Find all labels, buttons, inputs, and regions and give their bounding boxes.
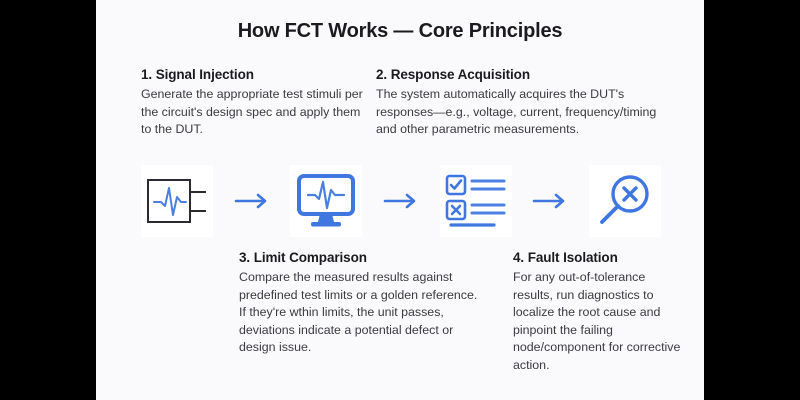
step-1-body: Generate the appropriate test stimuli pe… (141, 87, 363, 136)
step-3-body: Compare the measured results against pre… (239, 270, 478, 354)
step-2-icon-card (290, 165, 363, 237)
step-4-body: For any out-of-tolerance results, run di… (513, 270, 681, 372)
arrow-right-icon (532, 192, 568, 210)
page-title: How FCT Works — Core Principles (237, 20, 563, 42)
step-3-heading: 3. Limit Comparison (239, 250, 367, 265)
step-2-text-block: 2. Response Acquisition The system autom… (376, 67, 676, 139)
step-1-icon-card (141, 165, 213, 237)
arrow-right-icon (383, 192, 419, 210)
step-2-heading: 2. Response Acquisition (376, 67, 530, 82)
step-1-text-block: 1. Signal Injection Generate the appropr… (141, 67, 366, 139)
monitor-waveform-icon (295, 173, 357, 229)
flow-arrow-2 (362, 165, 439, 237)
checklist-pass-fail-icon (444, 173, 508, 229)
step-4-text-block: 4. Fault Isolation For any out-of-tolera… (513, 250, 688, 374)
step-3-icon-card (439, 165, 512, 237)
magnifier-x-icon (596, 172, 654, 230)
step-3-text-block: 3. Limit Comparison Compare the measured… (239, 250, 484, 357)
chip-waveform-icon (146, 175, 208, 227)
flow-arrow-3 (512, 165, 589, 237)
infographic-canvas: How FCT Works — Core Principles 1. Signa… (96, 0, 704, 400)
step-2-body: The system automatically acquires the DU… (376, 87, 657, 136)
arrow-right-icon (234, 192, 270, 210)
process-flow-row (141, 160, 661, 242)
step-4-icon-card (588, 165, 661, 237)
flow-arrow-1 (213, 165, 290, 237)
step-4-heading: 4. Fault Isolation (513, 250, 618, 265)
step-1-heading: 1. Signal Injection (141, 67, 254, 82)
